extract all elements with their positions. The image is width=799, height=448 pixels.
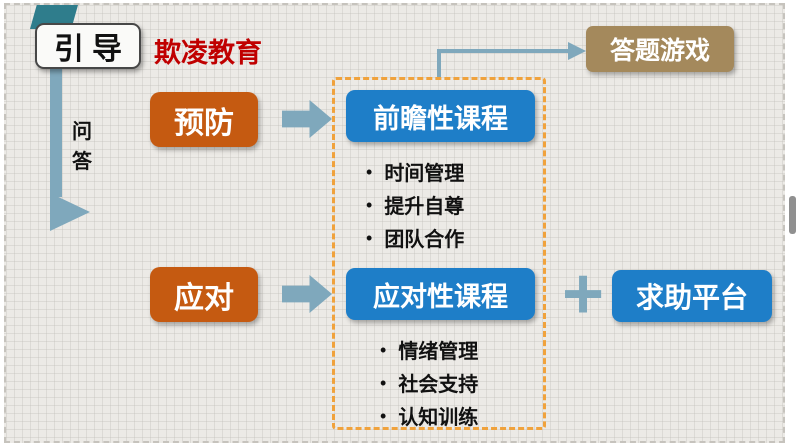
list-item: • 情绪管理 — [380, 333, 478, 366]
help-platform-box: 求助平台 — [612, 270, 772, 322]
course-label: 应对性课程 — [373, 281, 508, 312]
bullet-text: 社会支持 — [398, 374, 479, 396]
bullet-text: 时间管理 — [384, 163, 465, 185]
bullet-icon: • — [366, 161, 373, 182]
slide: 引导 欺凌教育 问答 预防 前瞻性课程 • 时间管理 • — [4, 3, 785, 443]
plus-icon: + — [561, 254, 605, 334]
stage-box-prevention: 预防 — [150, 92, 258, 147]
qa-elbow-arrowhead-icon — [50, 193, 90, 231]
list-item: • 认知训练 — [380, 399, 478, 432]
course-group-outline — [332, 77, 546, 430]
quiz-game-box: 答题游戏 — [586, 26, 734, 72]
arrow-right-icon — [282, 100, 332, 138]
quiz-game-label: 答题游戏 — [609, 37, 710, 65]
help-platform-label: 求助平台 — [635, 282, 748, 313]
bullet-text: 情绪管理 — [398, 341, 479, 363]
bullet-icon: • — [366, 227, 373, 248]
bullet-icon: • — [366, 194, 373, 215]
bullet-icon: • — [380, 339, 387, 360]
list-item: • 提升自尊 — [366, 188, 464, 221]
bullet-text: 团队合作 — [384, 229, 465, 251]
topic-title: 欺凌教育 — [154, 38, 262, 68]
bullet-list-proactive: • 时间管理 • 提升自尊 • 团队合作 — [366, 155, 464, 254]
stage-box-response: 应对 — [150, 267, 258, 322]
list-item: • 社会支持 — [380, 366, 478, 399]
bullet-icon: • — [380, 372, 387, 393]
arrow-right-icon — [282, 275, 332, 313]
stage-label: 预防 — [174, 106, 234, 140]
course-label: 前瞻性课程 — [373, 103, 508, 134]
course-box-proactive: 前瞻性课程 — [346, 90, 535, 142]
guide-box: 引导 — [35, 23, 141, 69]
bullet-icon: • — [380, 405, 387, 426]
stage-label: 应对 — [174, 281, 234, 315]
quiz-connector-arrowhead-icon — [568, 42, 586, 60]
quiz-connector-line — [437, 49, 568, 77]
bullet-text: 提升自尊 — [384, 196, 465, 218]
bullet-list-responsive: • 情绪管理 • 社会支持 • 认知训练 — [380, 333, 478, 432]
course-box-responsive: 应对性课程 — [346, 268, 535, 320]
bullet-text: 认知训练 — [398, 407, 479, 429]
list-item: • 团队合作 — [366, 221, 464, 254]
guide-label: 引导 — [54, 33, 130, 66]
qa-label: 问答 — [72, 121, 92, 173]
scrollbar-thumb[interactable] — [789, 196, 796, 234]
list-item: • 时间管理 — [366, 155, 464, 188]
qa-elbow-arrow-icon — [50, 69, 62, 197]
